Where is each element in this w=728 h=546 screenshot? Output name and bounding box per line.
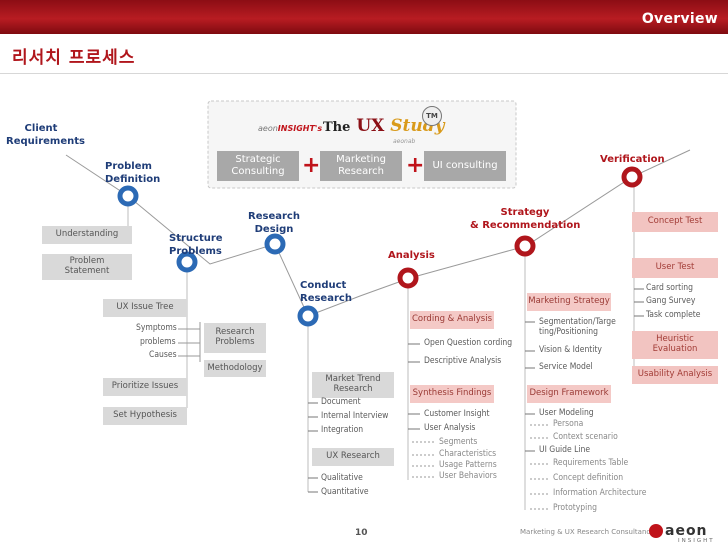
title-divider — [0, 73, 728, 74]
item-customer-insight: Customer Insight — [424, 409, 490, 419]
item-integration: Integration — [321, 425, 364, 435]
item-card-sorting: Card sorting — [646, 283, 693, 293]
item-segments: Segments — [439, 437, 478, 447]
node-strategy — [514, 235, 536, 257]
page-title: 리서치 프로세스 — [12, 48, 136, 68]
item-gang-survey: Gang Survey — [646, 296, 696, 306]
node-structure-problems — [176, 251, 198, 273]
item-user-behaviors: User Behaviors — [439, 471, 497, 481]
tree-symptoms: Symptoms — [136, 323, 177, 333]
stage-structure-problems: Structure Problems — [169, 233, 223, 257]
box-marketing-strategy: Marketing Strategy — [527, 293, 611, 311]
box-heuristic-evaluation: Heuristic Evaluation — [632, 331, 718, 359]
box-ux-issue-tree: UX Issue Tree — [103, 299, 187, 317]
plus-icon: + — [406, 153, 425, 178]
box-design-framework: Design Framework — [527, 385, 611, 403]
item-segmentation: Segmentation/Targe ting/Positioning — [539, 317, 616, 337]
item-characteristics: Characteristics — [439, 449, 497, 459]
item-prototyping: Prototyping — [553, 503, 597, 513]
item-ui-guide-line: UI Guide Line — [539, 445, 591, 455]
item-persona: Persona — [553, 419, 584, 429]
trademark-badge: TM — [422, 106, 442, 126]
item-internal-interview: Internal Interview — [321, 411, 389, 421]
item-service-model: Service Model — [539, 362, 593, 372]
stage-verification: Verification — [600, 154, 665, 165]
item-user-modeling: User Modeling — [539, 408, 594, 418]
box-set-hypothesis: Set Hypothesis — [103, 407, 187, 425]
banner-marketing-research: Marketing Research — [320, 151, 402, 181]
item-usage-patterns: Usage Patterns — [439, 460, 497, 470]
node-verification — [621, 166, 643, 188]
item-quantitative: Quantitative — [321, 487, 369, 497]
box-prioritize-issues: Prioritize Issues — [103, 378, 187, 396]
banner-logo-sub: aeonab — [393, 138, 416, 145]
box-market-trend-research: Market Trend Research — [312, 372, 394, 398]
item-document: Document — [321, 397, 361, 407]
box-ux-research: UX Research — [312, 448, 394, 466]
page-number: 10 — [355, 528, 368, 538]
item-descriptive-analysis: Descriptive Analysis — [424, 356, 502, 366]
box-coding-analysis: Cording & Analysis — [410, 311, 494, 329]
item-user-analysis: User Analysis — [424, 423, 476, 433]
tree-causes: Causes — [149, 350, 177, 360]
node-conduct-research — [297, 305, 319, 327]
banner-logo-prefix: aeon — [258, 124, 278, 133]
process-path — [65, 149, 691, 317]
plus-icon: + — [302, 153, 321, 178]
banner-logo-brand: INSIGHT's — [277, 124, 323, 133]
box-methodology: Methodology — [204, 360, 266, 377]
box-synthesis-findings: Synthesis Findings — [410, 385, 494, 403]
banner-logo-the: The — [323, 120, 351, 135]
header-title: Overview — [641, 11, 718, 27]
item-qualitative: Qualitative — [321, 473, 363, 483]
item-information-architecture: Information Architecture — [553, 488, 647, 498]
header-bar: Overview — [0, 0, 728, 34]
stage-client-requirements: Client Requirements — [6, 123, 85, 147]
tree-problems: problems — [140, 337, 176, 347]
box-understanding: Understanding — [42, 226, 132, 244]
item-context-scenario: Context scenario — [553, 432, 618, 442]
stage-strategy: Strategy & Recommendation — [470, 207, 581, 231]
footer-logo-sub: INSIGHT — [678, 538, 715, 544]
stage-conduct-research: Conduct Research — [300, 280, 352, 304]
banner-logo-small: aeonINSIGHT's — [258, 124, 322, 133]
item-concept-definition: Concept definition — [553, 473, 624, 483]
item-vision-identity: Vision & Identity — [539, 345, 602, 355]
item-requirements-table: Requirements Table — [553, 458, 629, 468]
node-analysis — [397, 267, 419, 289]
footer-logo-icon — [649, 524, 663, 538]
footer-logo: aeon — [665, 523, 708, 539]
stage-research-design: Research Design — [248, 211, 300, 235]
box-usability-analysis: Usability Analysis — [632, 366, 718, 384]
banner-logo-ux: UX — [356, 116, 385, 136]
box-research-problems: Research Problems — [204, 323, 266, 353]
box-user-test: User Test — [632, 258, 718, 278]
stage-problem-definition: Problem Definition — [105, 161, 161, 185]
box-concept-test: Concept Test — [632, 212, 718, 232]
banner-strategic-consulting: Strategic Consulting — [217, 151, 299, 181]
footer-tagline: Marketing & UX Research Consultancy — [520, 528, 655, 536]
node-research-design — [264, 233, 286, 255]
item-task-complete: Task complete — [646, 310, 701, 320]
stage-analysis: Analysis — [388, 250, 435, 261]
banner-ui-consulting: UI consulting — [424, 151, 506, 181]
item-open-question: Open Question cording — [424, 338, 513, 348]
box-problem-statement: Problem Statement — [42, 254, 132, 280]
node-problem-definition — [117, 185, 139, 207]
